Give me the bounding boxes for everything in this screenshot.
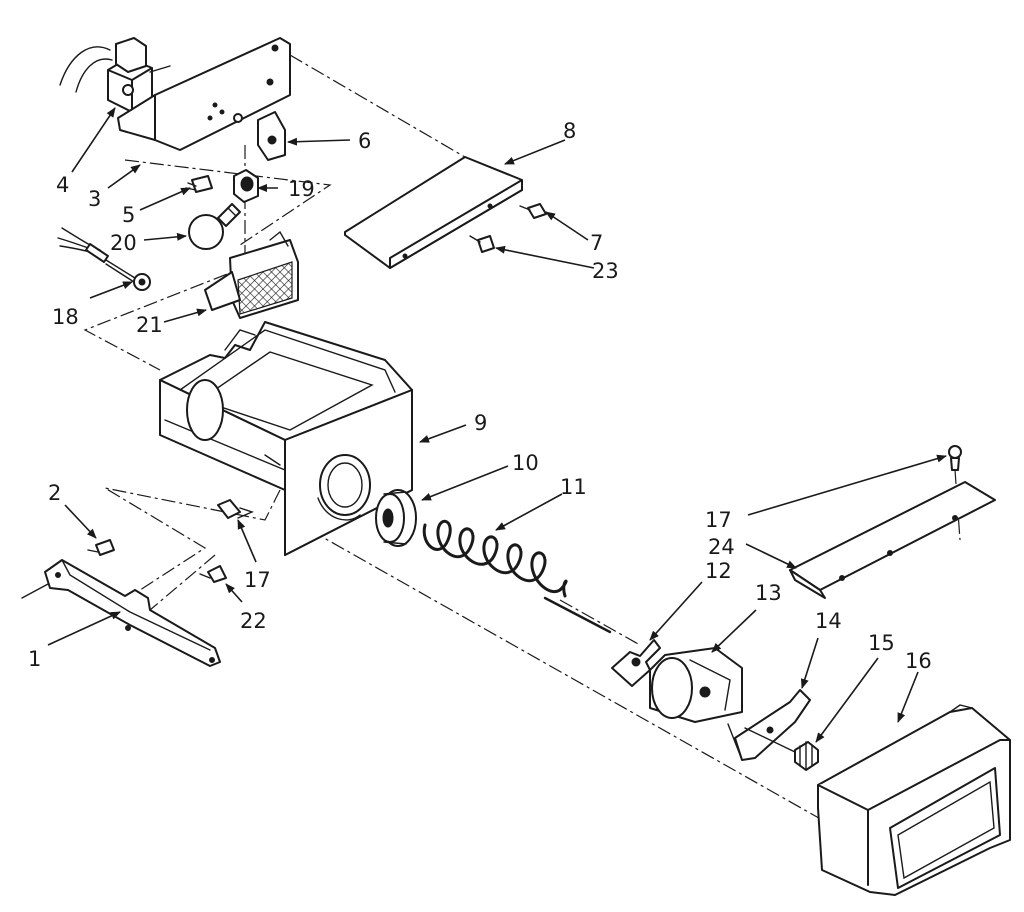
callout-12: 12 bbox=[705, 559, 732, 583]
leader-14 bbox=[800, 637, 819, 689]
callout-24: 24 bbox=[708, 535, 735, 559]
part-bottom-bracket bbox=[21, 559, 221, 667]
part-cover-plate bbox=[344, 156, 523, 269]
callout-17-right: 17 bbox=[705, 508, 732, 532]
leader-2 bbox=[64, 504, 97, 539]
part-screw-2 bbox=[87, 539, 115, 556]
part-front-cover bbox=[817, 704, 1011, 896]
leader-17-left bbox=[237, 519, 257, 563]
leader-7 bbox=[545, 211, 589, 241]
callout-5: 5 bbox=[122, 203, 135, 227]
part-fitting bbox=[744, 727, 819, 771]
part-crusher-blade bbox=[649, 647, 743, 723]
part-lamp-socket bbox=[233, 169, 259, 203]
part-screw-17-left bbox=[217, 499, 254, 519]
leader-13 bbox=[711, 609, 757, 653]
callout-18: 18 bbox=[52, 305, 79, 329]
part-light-bulb bbox=[188, 203, 241, 250]
part-screw-7 bbox=[519, 203, 547, 219]
leader-12 bbox=[649, 581, 703, 641]
leader-5 bbox=[139, 187, 191, 211]
part-screw-5 bbox=[185, 175, 213, 193]
part-screw-23 bbox=[469, 235, 495, 253]
leader-22 bbox=[225, 583, 243, 603]
callout-9: 9 bbox=[474, 411, 487, 435]
callout-21: 21 bbox=[136, 313, 163, 337]
leader-11 bbox=[495, 493, 563, 531]
callout-6: 6 bbox=[358, 129, 371, 153]
leader-16 bbox=[897, 671, 919, 723]
callout-7: 7 bbox=[590, 231, 603, 255]
part-screw-22 bbox=[199, 565, 227, 583]
callout-labels: 1 2 3 4 5 6 7 8 9 10 11 12 13 14 15 16 1… bbox=[28, 119, 932, 673]
callout-11: 11 bbox=[560, 475, 587, 499]
leader-8 bbox=[504, 139, 566, 165]
callout-23: 23 bbox=[592, 259, 619, 283]
callout-4: 4 bbox=[56, 173, 69, 197]
leader-21 bbox=[163, 308, 207, 323]
part-screw-17-right bbox=[948, 445, 962, 471]
leader-6 bbox=[287, 137, 351, 146]
leader-1 bbox=[47, 611, 121, 646]
callout-13: 13 bbox=[755, 581, 782, 605]
callout-8: 8 bbox=[563, 119, 576, 143]
leader-9 bbox=[419, 424, 467, 443]
callout-22: 22 bbox=[240, 609, 267, 633]
part-ice-bucket bbox=[159, 321, 413, 556]
leader-4 bbox=[71, 107, 116, 173]
callout-2: 2 bbox=[48, 481, 61, 505]
callout-19: 19 bbox=[288, 177, 315, 201]
leader-24 bbox=[745, 543, 797, 569]
callout-17-left: 17 bbox=[244, 568, 271, 592]
callout-14: 14 bbox=[815, 609, 842, 633]
part-bearing bbox=[375, 489, 417, 547]
leader-17-right bbox=[747, 454, 947, 516]
callout-15: 15 bbox=[868, 631, 895, 655]
callout-10: 10 bbox=[512, 451, 539, 475]
part-bracket bbox=[727, 689, 811, 761]
part-mounting-strip bbox=[789, 481, 996, 599]
leader-20 bbox=[143, 232, 187, 241]
part-coupler bbox=[611, 639, 661, 687]
part-light-shield bbox=[204, 230, 299, 319]
callout-16: 16 bbox=[905, 649, 932, 673]
leader-15 bbox=[815, 657, 879, 743]
part-wire-harness bbox=[57, 227, 151, 291]
part-clip bbox=[257, 111, 286, 161]
callout-leaders bbox=[47, 107, 947, 743]
callout-1: 1 bbox=[28, 647, 41, 671]
callout-20: 20 bbox=[110, 231, 137, 255]
leader-18 bbox=[89, 281, 133, 299]
leader-23 bbox=[495, 245, 595, 269]
callout-3: 3 bbox=[88, 187, 101, 211]
part-auger-spring bbox=[422, 519, 612, 634]
part-mounting-plate bbox=[117, 37, 291, 151]
leader-10 bbox=[421, 465, 509, 501]
leader-3 bbox=[107, 164, 141, 189]
